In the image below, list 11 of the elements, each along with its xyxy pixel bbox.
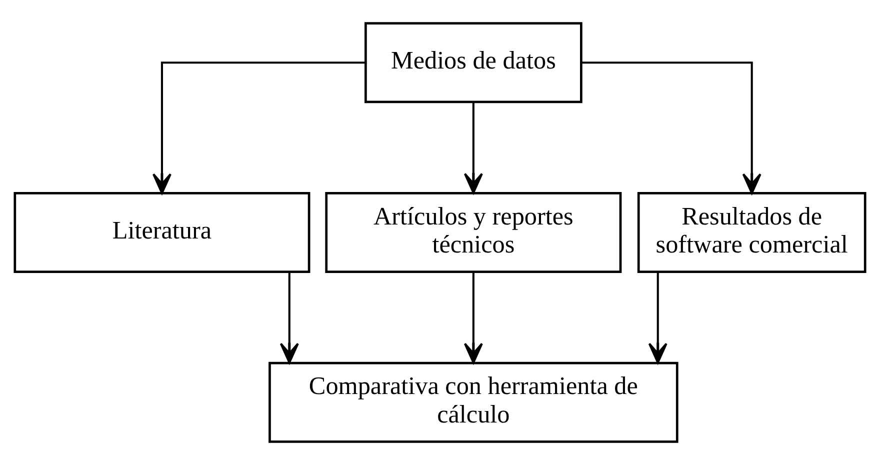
node-box: Comparativa con herramienta de cálculo [268, 362, 678, 443]
arrow [464, 272, 483, 364]
node-box: Literatura [14, 192, 310, 273]
arrow [648, 272, 668, 364]
arrow [464, 102, 483, 194]
arrow [152, 62, 366, 194]
node-box: Medios de datos [364, 22, 582, 104]
node-box: Resultados de software comercial [637, 192, 866, 273]
node-box: Artículos y reportes técnicos [325, 192, 622, 273]
arrow [581, 62, 762, 194]
arrow [280, 272, 299, 364]
